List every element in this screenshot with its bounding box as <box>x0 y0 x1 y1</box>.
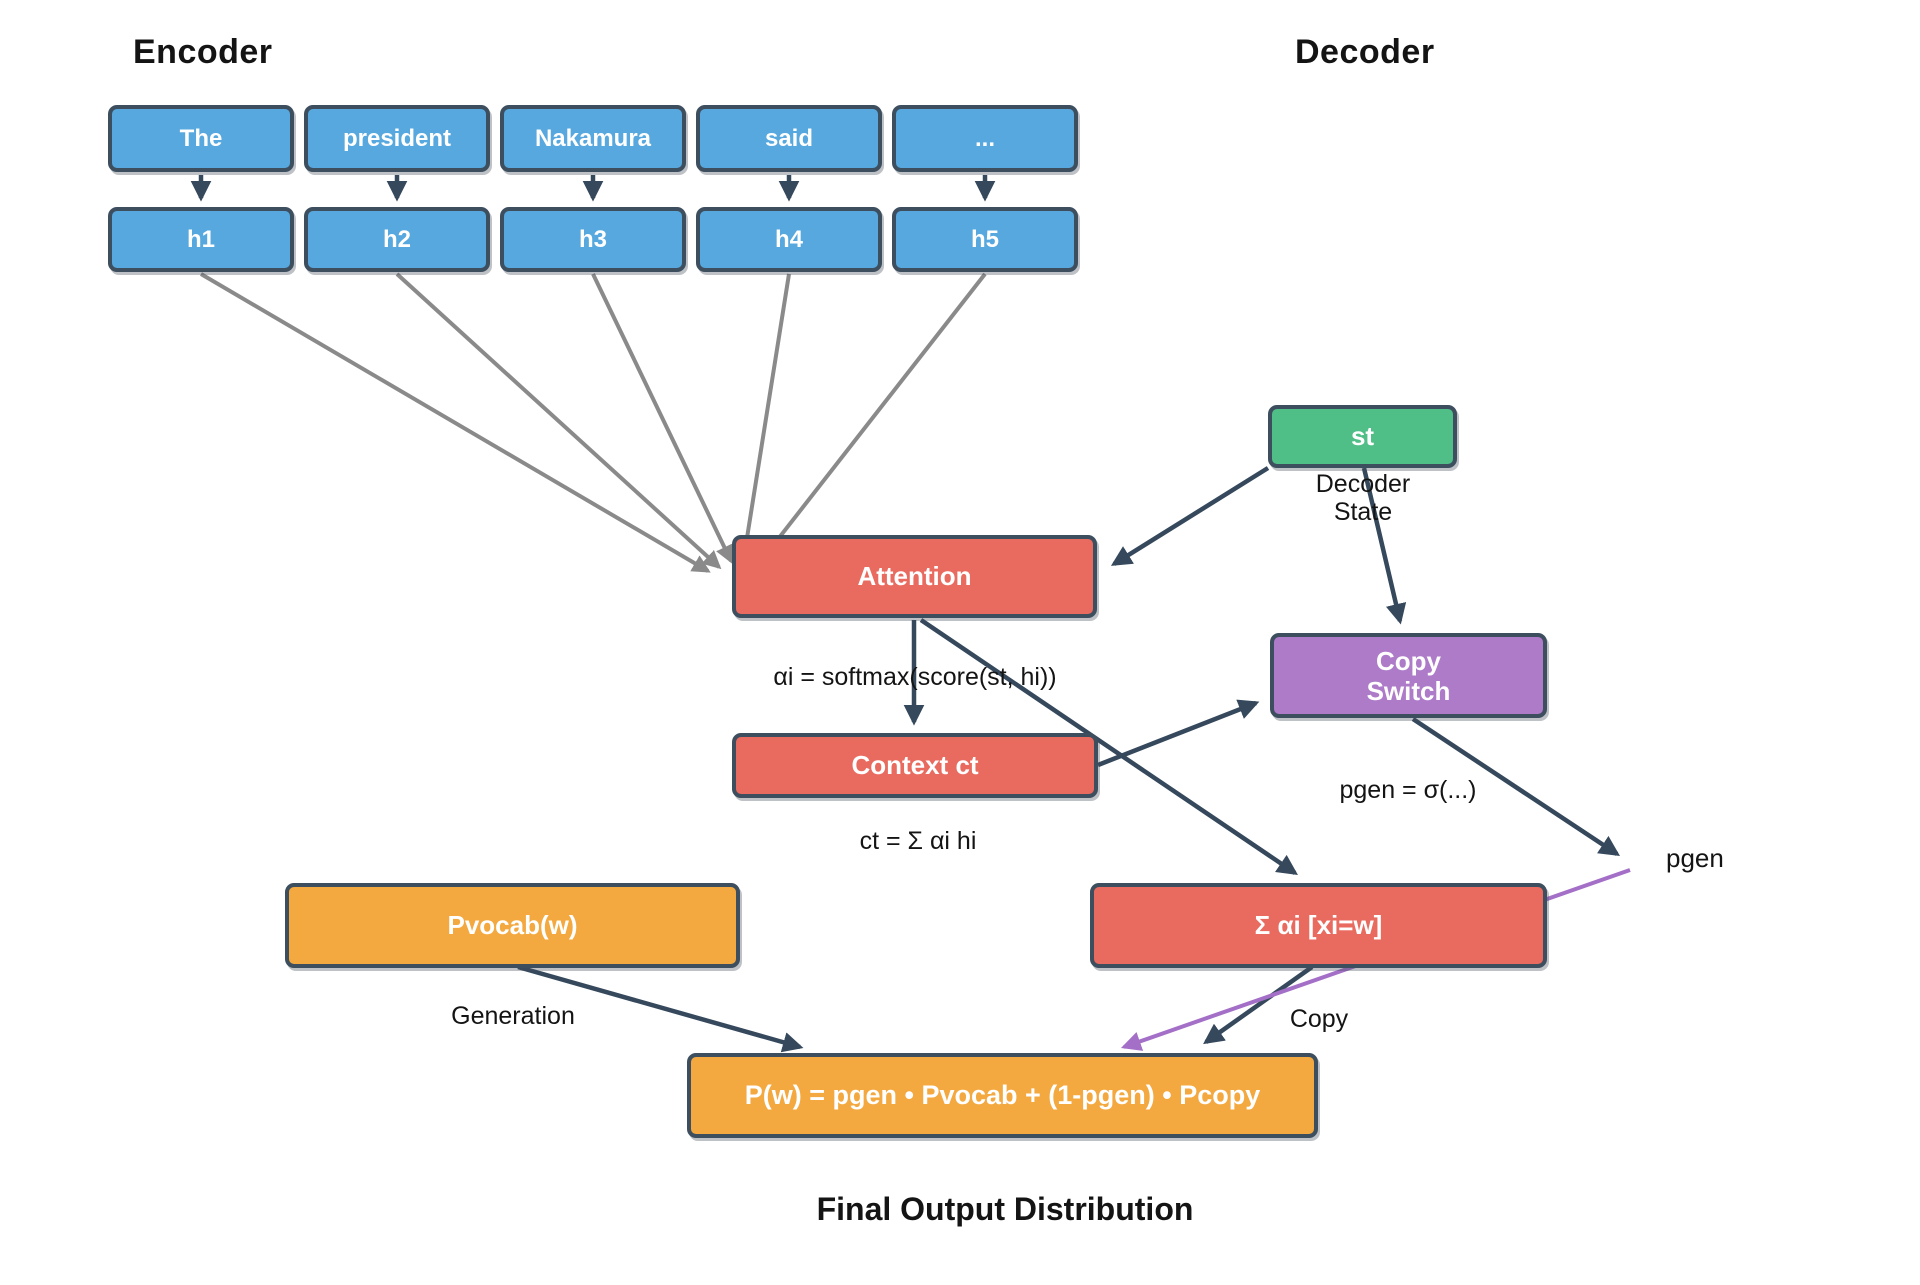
decoder-state-label: st <box>1350 421 1375 451</box>
decoder-state-caption-line1: Decoder <box>1315 470 1411 498</box>
token-label: said <box>764 124 814 152</box>
decoder-heading: Decoder <box>1295 33 1435 71</box>
copy-switch-label-line2: Switch <box>1366 675 1451 706</box>
encoder-token-box-the: The <box>108 105 294 172</box>
encoder-heading: Encoder <box>133 33 273 71</box>
copy-edge-label: Copy <box>1289 1005 1349 1033</box>
hidden-state-label: h4 <box>774 225 803 253</box>
encoder-token-box-said: said <box>696 105 882 172</box>
encoder-token-box-president: president <box>304 105 490 172</box>
context-formula: ct = Σ αi hi <box>859 827 977 855</box>
arrow-context-to-copy-switch <box>1097 699 1260 768</box>
arrow-pvocab-to-final <box>517 964 804 1053</box>
hidden-state-label: h1 <box>186 225 215 253</box>
token-label: ... <box>974 124 995 152</box>
copy-distribution-box: Σ αi [xi=w] <box>1090 883 1547 968</box>
pgen-formula: pgen = σ(...) <box>1339 776 1477 804</box>
arrow-copy-dist-to-final <box>1203 965 1314 1045</box>
hidden-state-box-h3: h3 <box>500 207 686 272</box>
copy-distribution-label: Σ αi [xi=w] <box>1254 910 1383 940</box>
copy-switch-box: Copy Switch <box>1270 633 1547 718</box>
attention-box: Attention <box>732 535 1097 618</box>
arrow-h5-to-attention <box>755 272 987 569</box>
arrow-copy-switch-to-pgen <box>1411 717 1621 856</box>
attention-formula: αi = softmax(score(st, hi)) <box>773 663 1057 691</box>
arrow-h4-to-attention <box>736 273 791 567</box>
pvocab-label: Pvocab(w) <box>447 910 578 940</box>
hidden-state-box-h2: h2 <box>304 207 490 272</box>
generation-edge-label: Generation <box>451 1002 575 1030</box>
encoder-token-box-ellipsis: ... <box>892 105 1078 172</box>
attention-label: Attention <box>857 561 972 591</box>
decoder-state-box: st <box>1268 405 1457 468</box>
final-output-formula: P(w) = pgen • Pvocab + (1-pgen) • Pcopy <box>744 1080 1261 1110</box>
token-label: president <box>342 124 452 152</box>
copy-switch-label-line1: Copy <box>1376 645 1441 676</box>
arrow-h3-to-attention <box>591 273 733 564</box>
final-output-box: P(w) = pgen • Pvocab + (1-pgen) • Pcopy <box>687 1053 1318 1138</box>
hidden-state-box-h5: h5 <box>892 207 1078 272</box>
hidden-state-label: h3 <box>578 225 607 253</box>
hidden-state-box-h4: h4 <box>696 207 882 272</box>
arrow-st-to-attention <box>1110 466 1270 566</box>
final-output-caption: Final Output Distribution <box>816 1191 1194 1227</box>
pgen-edge-label: pgen <box>1666 843 1724 873</box>
arrow-h1-to-attention <box>199 272 711 573</box>
context-box: Context ct <box>732 733 1098 798</box>
context-label: Context ct <box>851 750 979 780</box>
arrow-st-to-copy-switch <box>1361 467 1407 625</box>
hidden-state-label: h2 <box>382 225 411 253</box>
token-label: The <box>179 124 223 152</box>
decoder-state-caption-line2: State <box>1333 498 1393 526</box>
hidden-state-box-h1: h1 <box>108 207 294 272</box>
arrow-h2-to-attention <box>395 272 722 570</box>
encoder-token-box-nakamura: Nakamura <box>500 105 686 172</box>
hidden-state-label: h5 <box>970 225 999 253</box>
arrow-attention-to-copy-dist <box>919 618 1298 876</box>
token-label: Nakamura <box>534 124 652 152</box>
pvocab-box: Pvocab(w) <box>285 883 740 968</box>
